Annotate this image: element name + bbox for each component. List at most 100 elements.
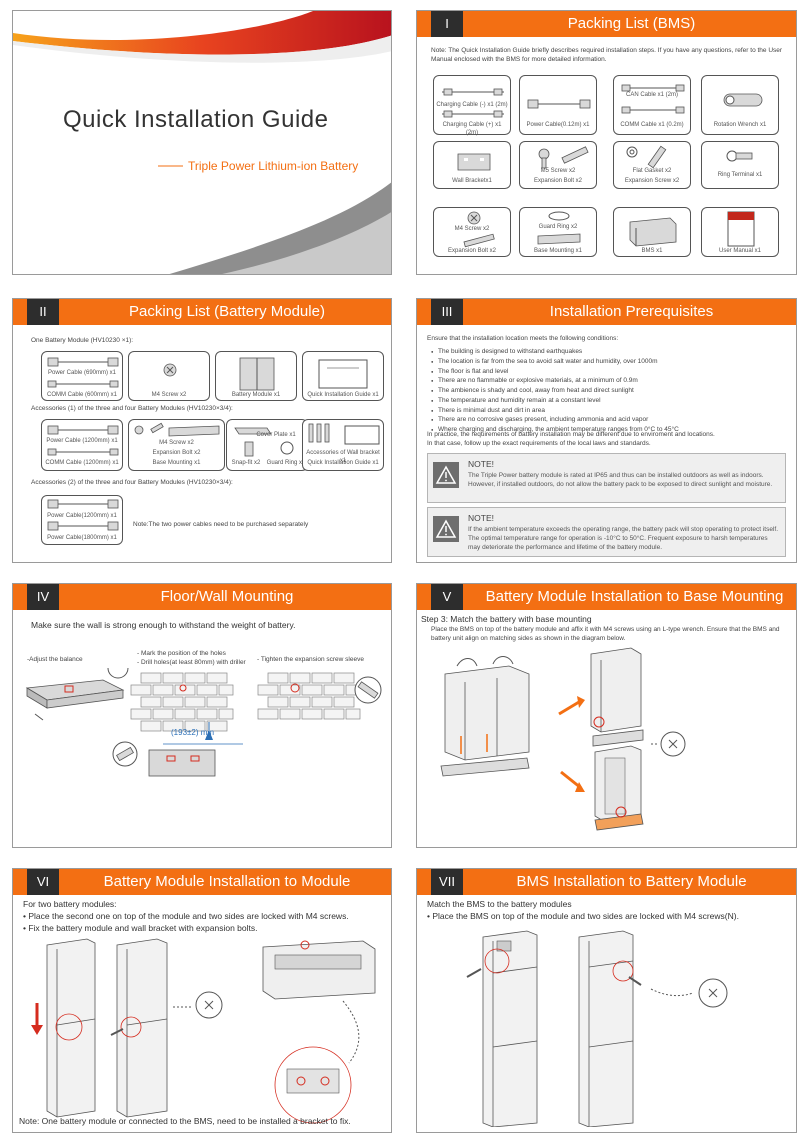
label: Guard Ring x4 xyxy=(266,460,306,466)
label: Power Cable(1200mm) x1 xyxy=(47,513,117,519)
list-item: The building is designed to withstand ea… xyxy=(431,347,788,357)
wrench-icon xyxy=(723,93,763,107)
section-number: VII xyxy=(431,869,463,895)
step-adjust: -Adjust the balance xyxy=(27,656,83,663)
item-can-comm-cable: CAN Cable x1 (2m) COMM Cable x1 (0.2m) xyxy=(613,75,691,135)
cover-panel: Quick Installation Guide Triple Power Li… xyxy=(12,10,392,275)
item-gasket-expansion-screw: Flat Gasket x2 Expansion Screw x2 xyxy=(613,141,691,189)
label: Expansion Screw x2 xyxy=(624,178,680,184)
label: Expansion Bolt x2 xyxy=(533,178,583,184)
label: Rotation Wrench x1 xyxy=(713,122,767,128)
label: Battery Module x1 xyxy=(231,392,281,398)
item-cover-snap-guard: Cover Plate x1 Snap-fit x2 Guard Ring x4 xyxy=(226,419,308,471)
cables-note: Note:The two power cables need to be pur… xyxy=(133,521,309,528)
label: Wall Bracketx1 xyxy=(452,178,492,184)
item-rotation-wrench: Rotation Wrench x1 xyxy=(701,75,779,135)
cover-title: Quick Installation Guide xyxy=(63,106,329,133)
note-box-temperature: NOTE! If the ambient temperature exceeds… xyxy=(427,507,786,557)
cable-illustration xyxy=(442,88,504,118)
item-bms: BMS x1 xyxy=(613,207,691,257)
list-item: The ambience is shady and cool, away fro… xyxy=(431,386,788,396)
item-power-cables-1200-1800: Power Cable(1200mm) x1 Power Cable(1800m… xyxy=(41,495,123,545)
bottom-note: Note: One battery module or connected to… xyxy=(19,1116,351,1127)
label: Expansion Bolt x2 xyxy=(447,248,497,254)
intro-note: Note: The Quick Installation Guide brief… xyxy=(431,47,783,63)
step-line: • Place the BMS on top of the module and… xyxy=(427,911,739,921)
note-body: The Triple Power battery module is rated… xyxy=(468,472,773,488)
section-number: VI xyxy=(27,869,59,895)
panel-module-to-module: VI Battery Module Installation to Module… xyxy=(12,868,392,1133)
label: Charging Cable (-) x1 (2m) xyxy=(436,102,508,108)
panel-header: VI Battery Module Installation to Module xyxy=(13,869,391,895)
panel-header: I Packing List (BMS) xyxy=(417,11,796,37)
panel-base-mounting: V Battery Module Installation to Base Mo… xyxy=(416,583,797,848)
section-number: IV xyxy=(27,584,59,610)
item-ring-terminal: Ring Terminal x1 xyxy=(701,141,779,189)
guide-icon xyxy=(318,359,368,389)
base-mounting-illustration xyxy=(440,647,686,831)
manual-icon xyxy=(727,211,755,247)
section-number: V xyxy=(431,584,463,610)
item-m4-bolt-base: M4 Screw x2 Expansion Bolt x2 Base Mount… xyxy=(128,419,225,471)
list-item: There are no corrosive gases present, in… xyxy=(431,415,788,425)
item-charging-cables: Charging Cable (-) x1 (2m) Charging Cabl… xyxy=(433,75,511,136)
bms-illustration xyxy=(629,217,677,247)
ring-terminal-icon xyxy=(726,150,753,162)
accessories-illustration xyxy=(308,423,380,445)
step-line: • Fix the battery module and wall bracke… xyxy=(23,923,258,933)
gasket-icon xyxy=(626,145,667,169)
step-title: Step 3: Match the battery with base moun… xyxy=(421,614,592,624)
cable-illustration xyxy=(527,99,591,109)
screw-icon xyxy=(538,146,589,169)
note-body: If the ambient temperature exceeds the o… xyxy=(468,526,779,551)
item-m5-screw-bolt: M5 Screw x2 Expansion Bolt x2 xyxy=(519,141,597,189)
list-item: Where charging and discharging, the ambi… xyxy=(431,425,788,435)
section-title: Battery Module Installation to Module xyxy=(103,873,351,890)
label: Guard Ring x2 xyxy=(538,224,578,230)
intro-text: Make sure the wall is strong enough to w… xyxy=(31,620,296,630)
step-line: • Place the second one on top of the mod… xyxy=(23,911,349,921)
step-title: Match the BMS to the battery modules xyxy=(427,899,572,909)
panel-packing-battery-module: II Packing List (Battery Module) One Bat… xyxy=(12,298,392,563)
battery-module-illustration xyxy=(239,357,275,391)
section-title: Packing List (BMS) xyxy=(567,15,696,32)
list-item: The temperature and humidity remain at a… xyxy=(431,396,788,406)
item-quick-guide: Quick Installation Guide x1 xyxy=(302,351,384,401)
list-item: There is minimal dust and dirt in area xyxy=(431,406,788,416)
item-wall-accessories-guide: Accessories of Wall bracket x1 Quick Ins… xyxy=(302,419,384,471)
list-item: The location is far from the sea to avoi… xyxy=(431,357,788,367)
panel-header: V Battery Module Installation to Base Mo… xyxy=(417,584,796,610)
cable-illustration xyxy=(621,84,685,114)
label: Flat Gasket x2 xyxy=(632,168,672,174)
step-description: Place the BMS on top of the battery modu… xyxy=(431,626,780,642)
label: Snap-fit x2 xyxy=(231,460,261,466)
label: Quick Installation Guide x1 xyxy=(307,460,379,466)
label: Quick Installation Guide x1 xyxy=(307,392,379,398)
cover-subtitle: Triple Power Lithium-ion Battery xyxy=(188,159,359,173)
label: CAN Cable x1 (2m) xyxy=(625,92,678,98)
section-title: Installation Prerequisites xyxy=(549,303,714,320)
panel-header: II Packing List (Battery Module) xyxy=(13,299,391,325)
warning-icon xyxy=(433,516,459,542)
module-stack-illustration xyxy=(31,938,376,1124)
list-item: There are no flammable or explosive mate… xyxy=(431,376,788,386)
note-title: NOTE! xyxy=(468,513,494,523)
mounting-illustration xyxy=(25,668,382,777)
label: Expansion Bolt x2 xyxy=(152,450,201,456)
item-wall-bracket: Wall Bracketx1 xyxy=(433,141,511,189)
cable-illustration xyxy=(47,499,119,531)
panel-installation-prerequisites: III Installation Prerequisites Ensure th… xyxy=(416,298,797,563)
section-number: II xyxy=(27,299,59,325)
label: User Manual x1 xyxy=(718,248,762,254)
panel-header: IV Floor/Wall Mounting xyxy=(13,584,391,610)
label: Power Cable (1200mm) x1 xyxy=(46,438,118,444)
screw-icon xyxy=(463,211,495,248)
section-title: Packing List (Battery Module) xyxy=(129,303,325,320)
label: Base Mounting x1 xyxy=(152,460,201,466)
list-item: The floor is flat and level xyxy=(431,367,788,377)
screw-icon xyxy=(163,363,177,377)
label: BMS x1 xyxy=(641,248,663,254)
section-title: BMS Installation to Battery Module xyxy=(516,873,747,890)
label: M4 Screw x2 xyxy=(454,226,490,232)
cover-plate-illustration xyxy=(234,427,294,457)
